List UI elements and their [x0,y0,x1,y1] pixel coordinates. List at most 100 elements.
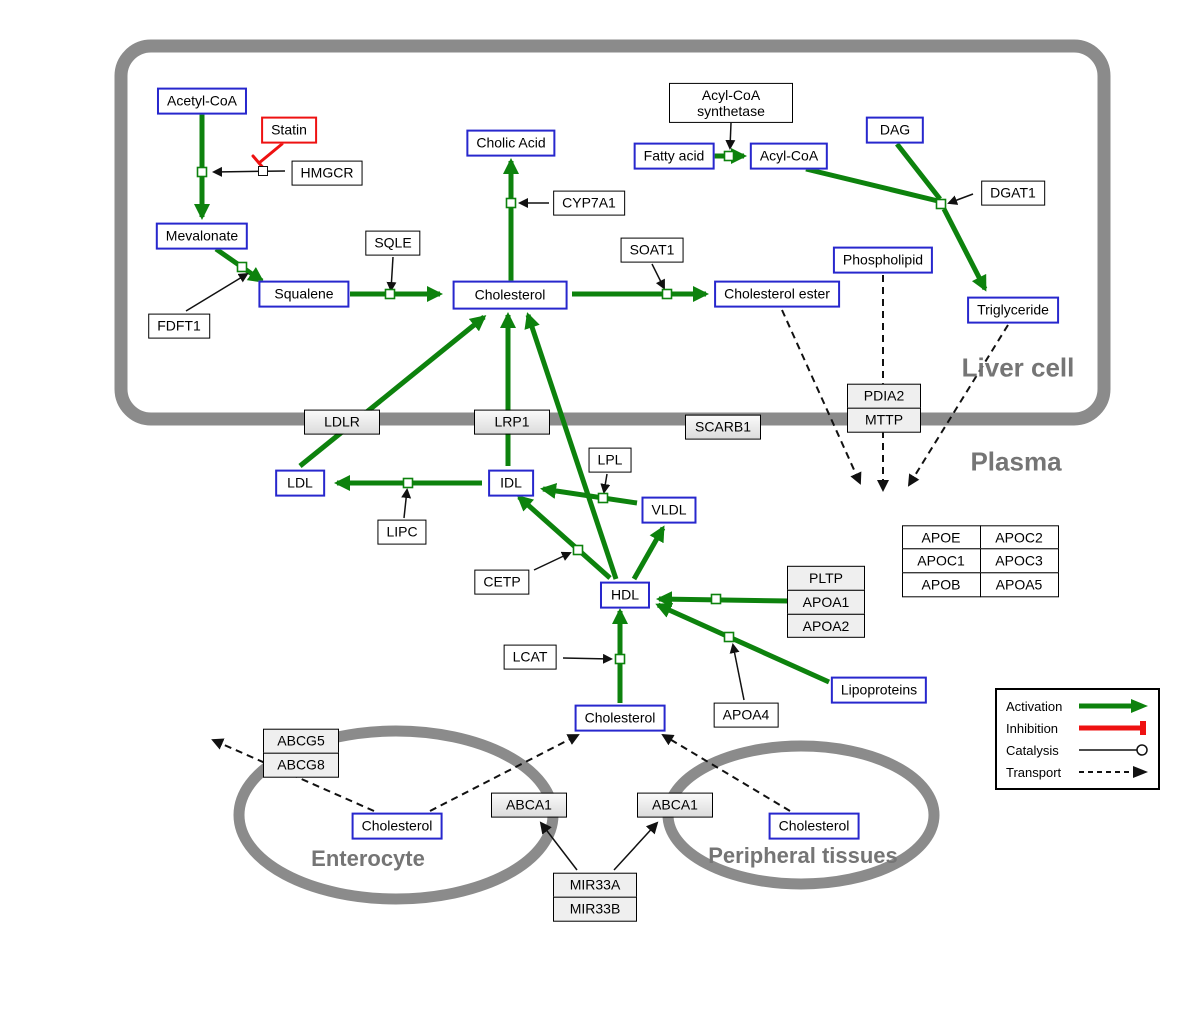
node-lipoproteins[interactable]: Lipoproteins [830,676,928,704]
node-triglyceride[interactable]: Triglyceride [967,296,1059,324]
node-cholesterol-plasma[interactable]: Cholesterol [574,704,666,732]
node-fatty-acid[interactable]: Fatty acid [633,142,715,170]
node-cetp[interactable]: CETP [474,569,530,595]
reaction-node [384,288,396,300]
activation-edges [194,114,988,703]
node-abca1-peripheral[interactable]: ABCA1 [637,792,713,818]
inhibition-line [257,142,284,165]
node-dgat1[interactable]: DGAT1 [981,180,1045,206]
node-pltp[interactable]: PLTP [787,565,865,591]
node-scarb1[interactable]: SCARB1 [685,414,761,440]
node-apoc1[interactable]: APOC1 [901,548,981,574]
node-dag[interactable]: DAG [865,116,925,144]
node-cyp7a1[interactable]: CYP7A1 [553,190,625,216]
node-abcg8[interactable]: ABCG8 [263,752,339,778]
edge-pltp-hdl [656,591,790,608]
reaction-node [935,198,947,210]
apolipoprotein-table: APOE APOC2 APOC1 APOC3 APOB APOA5 [901,524,1059,598]
edge-acylcoa-dgat [805,166,939,204]
node-mir33b[interactable]: MIR33B [553,896,637,922]
node-mir33a[interactable]: MIR33A [553,872,637,898]
reaction-node [236,261,248,273]
node-pdia2[interactable]: PDIA2 [847,383,921,409]
edge-hdl-idl [516,495,612,580]
node-cholesterol-liver[interactable]: Cholesterol [452,280,568,310]
regulation-mir33-abca1-enterocyte [539,821,578,871]
catalysis-lpl [600,473,611,494]
catalysis-soat1 [651,263,665,290]
node-lipc[interactable]: LIPC [377,519,427,545]
node-hmgcr[interactable]: HMGCR [291,160,363,186]
edge-hdl-vldl [631,525,666,581]
node-lrp1[interactable]: LRP1 [474,409,550,435]
node-apoc3[interactable]: APOC3 [979,548,1059,574]
node-mevalonate[interactable]: Mevalonate [155,222,249,250]
node-cholic-acid[interactable]: Cholic Acid [466,129,556,157]
edge-lipoproteins-hdl [655,602,831,685]
node-squalene[interactable]: Squalene [258,280,350,308]
stack-pltp-apoa1-apoa2: PLTP APOA1 APOA2 [787,565,865,639]
reaction-node [402,477,414,489]
node-soat1[interactable]: SOAT1 [620,237,684,263]
catalysis-acylcoa-synthetase [725,122,736,150]
node-statin[interactable]: Statin [261,116,317,144]
node-lcat[interactable]: LCAT [503,644,557,670]
transport-cholesterol-abca1-peripheral [661,733,791,812]
node-acyl-coa-synthetase[interactable]: Acyl-CoA synthetase [669,82,793,124]
node-acyl-coa[interactable]: Acyl-CoA [749,142,829,170]
node-mttp[interactable]: MTTP [847,407,921,433]
node-apoe[interactable]: APOE [901,524,981,550]
node-abcg5[interactable]: ABCG5 [263,728,339,754]
node-apoa2[interactable]: APOA2 [787,613,865,639]
catalysis-edges [185,122,974,871]
node-acetyl-coa[interactable]: Acetyl-CoA [156,87,248,115]
node-cholesterol-ester[interactable]: Cholesterol ester [714,280,840,308]
node-cholesterol-enterocyte[interactable]: Cholesterol [351,812,443,840]
node-apoc2[interactable]: APOC2 [979,524,1059,550]
reaction-node [710,593,722,605]
node-ldl[interactable]: LDL [275,469,325,497]
node-lpl[interactable]: LPL [588,447,632,473]
transport-label: Transport [1006,764,1062,780]
node-sqle[interactable]: SQLE [365,230,421,256]
node-fdft1[interactable]: FDFT1 [148,313,210,339]
catalysis-lcat [562,653,613,664]
node-abca1-enterocyte[interactable]: ABCA1 [491,792,567,818]
legend-row-transport: Transport [1006,765,1149,780]
node-apob[interactable]: APOB [901,572,981,598]
enterocyte-label: Enterocyte [311,846,425,871]
legend-row-inhibition: Inhibition [1006,721,1149,736]
node-apoa1[interactable]: APOA1 [787,589,865,615]
legend-row-catalysis: Catalysis [1006,743,1149,758]
stack-mir33a-mir33b: MIR33A MIR33B [553,872,637,922]
transport-cholesterolester-plasma [781,309,862,485]
node-apoa5[interactable]: APOA5 [979,572,1059,598]
reaction-node [723,631,735,643]
catalysis-label: Catalysis [1006,742,1059,758]
activation-arrow-icon [1079,699,1148,713]
legend-box: Activation Inhibition Catalysis Transpor… [995,688,1160,790]
liver-cell-label: Liver cell [961,352,1075,383]
node-ldlr[interactable]: LDLR [304,409,380,435]
node-cholesterol-peripheral[interactable]: Cholesterol [768,812,860,840]
reaction-nodes [196,150,947,665]
catalysis-fdft1 [185,272,249,312]
catalysis-circle-icon [1079,744,1148,756]
node-hdl[interactable]: HDL [599,581,651,609]
regulation-mir33-abca1-peripheral [613,821,659,871]
node-vldl[interactable]: VLDL [641,496,697,524]
reaction-node [196,166,208,178]
reaction-node [572,544,584,556]
activation-label: Activation [1006,698,1063,714]
reaction-node [723,150,735,162]
inhibition-label: Inhibition [1006,720,1059,736]
catalysis-cetp [533,551,572,571]
node-phospholipid[interactable]: Phospholipid [832,246,934,274]
stack-abcg5-abcg8: ABCG5 ABCG8 [263,728,339,778]
node-idl[interactable]: IDL [488,469,534,497]
node-apoa4[interactable]: APOA4 [713,702,779,728]
edge-ldl-cholesterol [298,315,487,468]
plasma-label: Plasma [970,446,1062,477]
reaction-node [614,653,626,665]
